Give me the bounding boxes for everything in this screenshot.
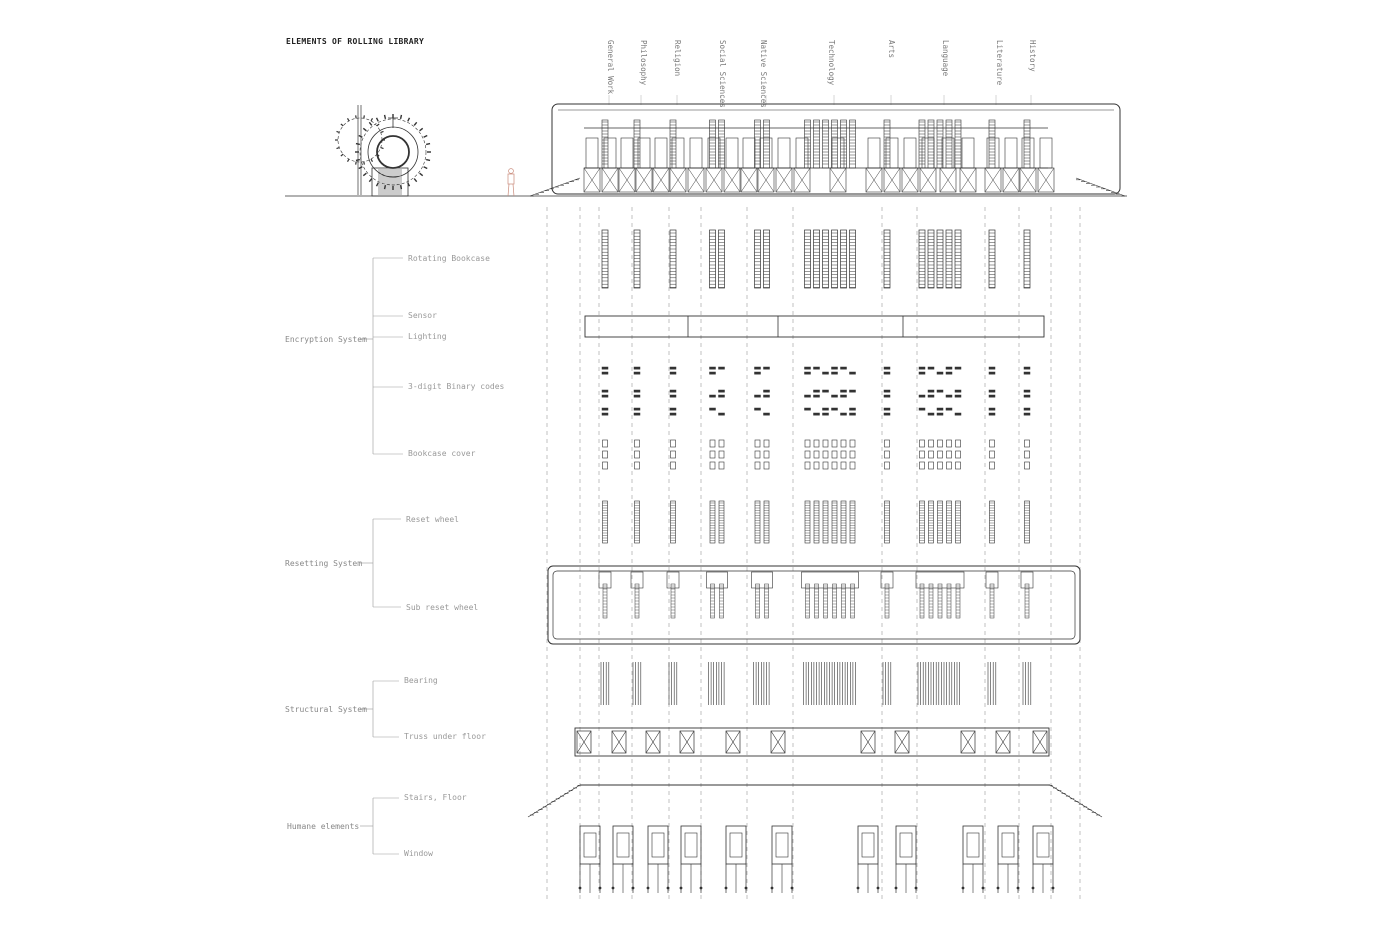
item-bookcase-cover: Bookcase cover bbox=[408, 449, 476, 458]
category-label-native-sciences: Native Sciences bbox=[759, 40, 768, 108]
group-label-resetting: Resetting System bbox=[285, 559, 363, 568]
resetting-frame bbox=[547, 565, 1081, 645]
category-label-social-sciences: Social Sciences bbox=[718, 40, 727, 108]
category-label-philosophy: Philosophy bbox=[639, 40, 648, 86]
window-row bbox=[578, 825, 1055, 893]
item-reset-wheel: Reset wheel bbox=[406, 515, 459, 524]
category-label-history: History bbox=[1028, 40, 1037, 72]
group-label-structural: Structural System bbox=[285, 705, 367, 714]
item-rotating-bookcase: Rotating Bookcase bbox=[408, 254, 490, 263]
truss-under-floor bbox=[574, 727, 1050, 757]
bookcase-cover-row bbox=[602, 439, 1030, 470]
item-sub-reset-wheel: Sub reset wheel bbox=[406, 603, 479, 612]
category-label-technology: Technology bbox=[827, 40, 836, 86]
category-label-general-work: General Work bbox=[606, 40, 615, 95]
item-window: Window bbox=[404, 849, 433, 858]
category-label-literature: Literature bbox=[995, 40, 1004, 86]
group-brackets bbox=[360, 257, 403, 855]
item-sensor: Sensor bbox=[408, 311, 437, 320]
human-figure bbox=[507, 168, 515, 197]
dashed-guide-lines bbox=[546, 207, 1081, 903]
category-label-arts: Arts bbox=[887, 40, 896, 59]
rotating-bookcase-row bbox=[601, 229, 1031, 289]
item-binary-codes: 3-digit Binary codes bbox=[408, 382, 505, 391]
category-label-religion: Religion bbox=[673, 40, 682, 77]
group-label-encryption: Encryption System bbox=[285, 335, 367, 344]
drawing-title: ELEMENTS OF ROLLING LIBRARY bbox=[286, 37, 425, 46]
item-truss: Truss under floor bbox=[404, 732, 486, 741]
reset-wheel-row bbox=[602, 500, 1030, 544]
stairs-floor bbox=[527, 784, 1103, 818]
item-bearing: Bearing bbox=[404, 676, 438, 685]
wheel-machine-elevation bbox=[335, 105, 431, 197]
binary-code-marks bbox=[601, 366, 1031, 416]
category-leader-lines bbox=[608, 95, 1032, 105]
category-label-language: Language bbox=[941, 40, 950, 77]
item-lighting: Lighting bbox=[408, 332, 447, 341]
bearing-row bbox=[600, 662, 1032, 705]
library-elevation bbox=[529, 103, 1126, 197]
group-label-humane: Humane elements bbox=[287, 822, 360, 831]
sensor-lighting-bar bbox=[584, 315, 1045, 338]
item-stairs-floor: Stairs, Floor bbox=[404, 793, 467, 802]
